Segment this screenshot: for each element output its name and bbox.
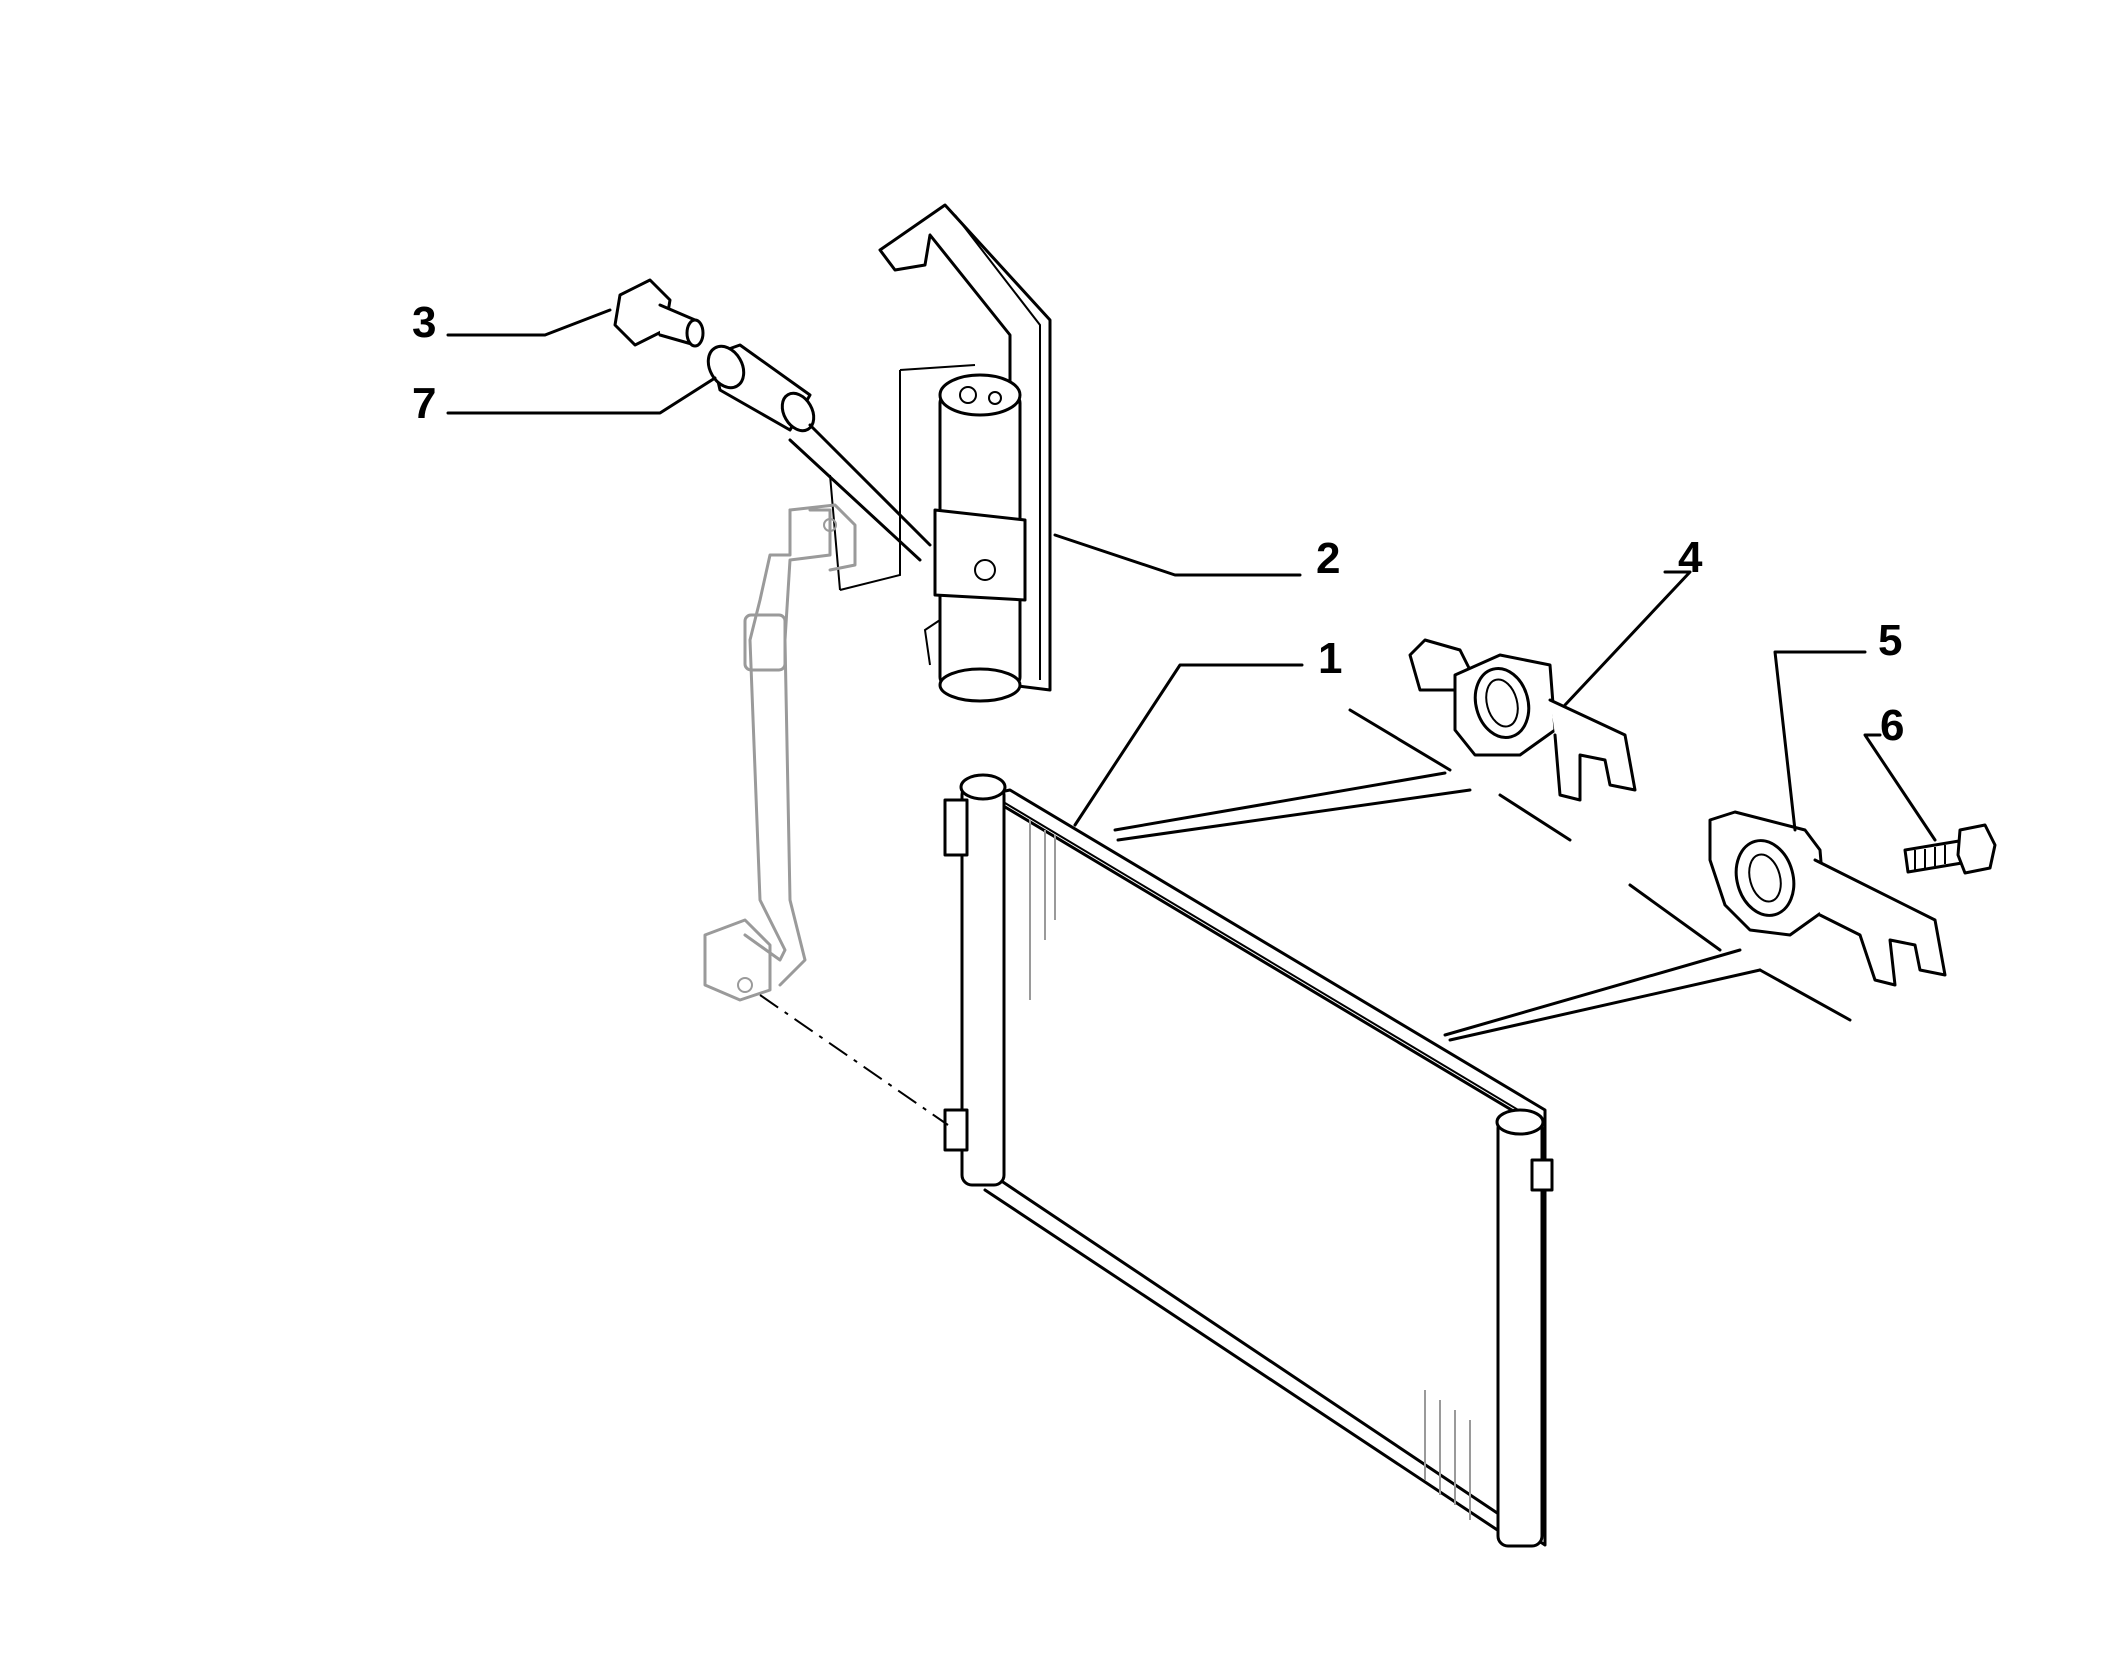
callout-labels: 1 2 3 4 5 6 7 xyxy=(412,298,1904,750)
part-screw xyxy=(1903,823,1997,875)
part-condenser xyxy=(943,773,1554,1548)
part-fitting-bolt xyxy=(613,278,705,348)
callout-3: 3 xyxy=(412,298,436,347)
callout-5: 5 xyxy=(1878,616,1902,665)
part-bracket-upper xyxy=(1408,638,1637,802)
part-sleeve xyxy=(706,343,816,433)
callout-7: 7 xyxy=(412,379,436,428)
part-receiver-drier xyxy=(829,203,1052,703)
part-bracket-lower xyxy=(1708,810,1947,987)
callout-1: 1 xyxy=(1318,634,1342,683)
callout-2: 2 xyxy=(1316,534,1340,583)
part-hose-context xyxy=(703,503,857,1002)
callout-4: 4 xyxy=(1678,533,1703,582)
leader-lines xyxy=(446,308,1937,1126)
callout-6: 6 xyxy=(1880,701,1904,750)
